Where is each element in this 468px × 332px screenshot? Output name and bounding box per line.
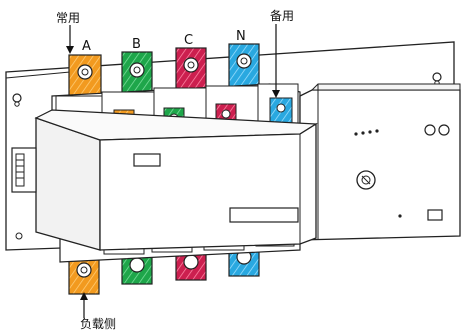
side-connector [11,147,37,193]
phase-label-c: C [184,33,193,48]
callout-backup: 备用 [270,9,294,98]
manual-operation-knob [356,170,376,190]
breaker-body [34,109,318,251]
label-common-supply: 常用 [56,11,80,25]
callout-common: 常用 [56,11,80,54]
indicator-lights [354,129,379,136]
callout-load: 负载侧 [80,292,116,331]
panel-buttons [424,124,450,136]
panel-screw [398,214,402,218]
phase-label-a: A [82,39,91,54]
label-backup-supply: 备用 [270,9,294,23]
phase-label-n: N [236,29,246,44]
phase-label-b: B [132,37,141,52]
mounting-hole-bottom-left [15,232,23,240]
terminal-backup-n [269,97,293,125]
label-load-side: 负载侧 [80,317,116,331]
panel-slot [427,209,443,221]
mounting-hole-left [12,93,22,107]
